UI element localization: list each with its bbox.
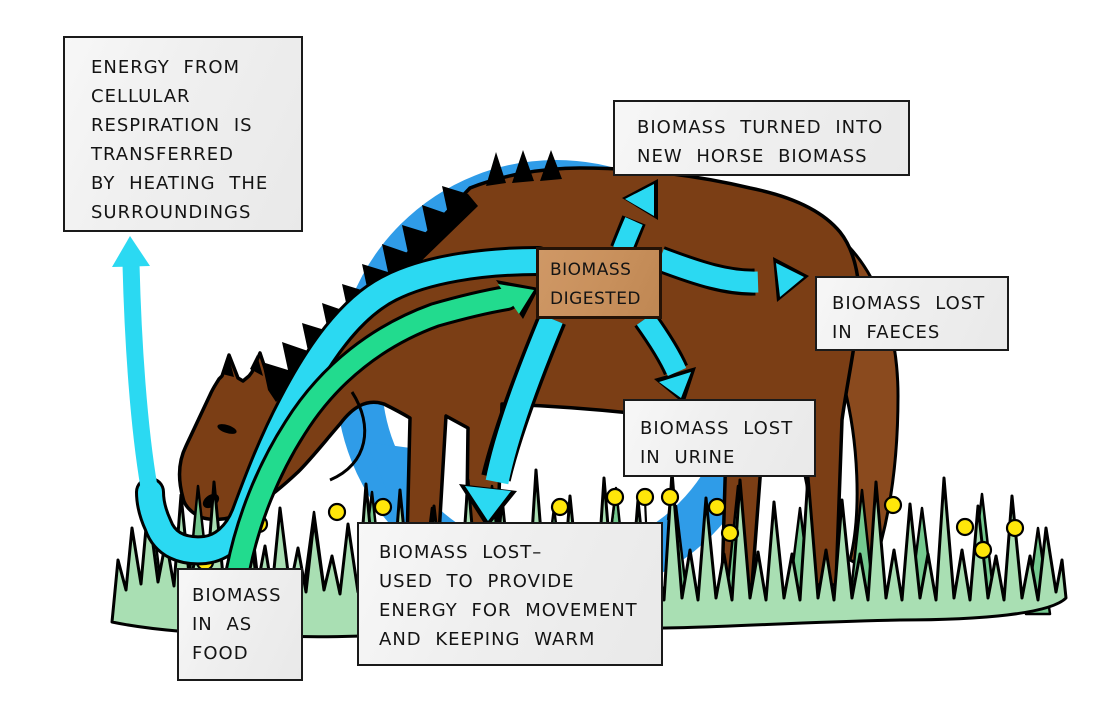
horse-eye [217,424,237,434]
label-line: DIGESTED [550,289,642,309]
horse-back-tufts [486,150,562,186]
label-box-biomass-digested: BIOMASS DIGESTED [536,247,662,319]
flower [1005,518,1025,538]
horse-ear-inner-right [250,355,263,376]
label-line: BIOMASS LOST [640,418,794,439]
label-line: SURROUNDINGS [91,202,252,223]
label-line: ENERGY FOR MOVEMENT [379,600,638,621]
label-line: AND KEEPING WARM [379,629,596,650]
label-line: TRANSFERRED [91,144,234,165]
label-box-movement-warmth: BIOMASS LOST– USED TO PROVIDE ENERGY FOR… [357,522,663,666]
arrowhead-icon [112,236,150,267]
flower [973,540,993,560]
arrow-digested-to-movement [459,313,566,528]
arrowhead-icon [776,263,804,297]
arrow-heat-to-surroundings [112,236,158,489]
flower [707,497,727,517]
label-line: NEW HORSE BIOMASS [637,146,868,167]
label-box-faeces: BIOMASS LOST IN FAECES [815,276,1009,351]
label-line: USED TO PROVIDE [379,571,575,592]
horse-ear-inner-left [222,357,234,377]
label-line: CELLULAR [91,86,191,107]
label-line: RESPIRATION IS [91,115,253,136]
flower [635,487,655,507]
label-line: IN URINE [640,447,736,468]
flower [660,487,680,507]
label-line: BIOMASS [192,585,282,606]
label-line: ENERGY FROM [91,57,241,78]
flower [955,517,975,537]
flower [720,523,740,543]
label-box-biomass-in-as-food: BIOMASS IN AS FOOD [177,568,303,681]
arrow-digested-to-faeces [655,246,809,302]
label-box-energy: ENERGY FROM CELLULAR RESPIRATION IS TRAN… [63,36,303,232]
label-line: IN AS [192,614,253,635]
label-line: BIOMASS TURNED INTO [637,117,884,138]
label-line: IN FAECES [832,322,941,343]
arrow-food-to-digested [225,280,539,583]
arrowhead-icon [498,284,534,314]
arrowhead-icon [659,372,691,398]
flower [605,487,625,507]
arrowhead-icon [625,184,654,216]
label-box-urine: BIOMASS LOST IN URINE [623,399,816,477]
label-line: BIOMASS LOST [832,293,986,314]
flower [373,497,393,517]
arrow-digested-to-urine [634,311,696,404]
label-line: BIOMASS LOST– [379,542,543,563]
label-line: BY HEATING THE [91,173,269,194]
label-line: BIOMASS [550,260,632,280]
flower [883,495,903,515]
flower [327,502,347,522]
label-box-new-horse-biomass: BIOMASS TURNED INTO NEW HORSE BIOMASS [613,100,910,176]
horse-cheek-line [329,391,367,482]
label-line: FOOD [192,643,249,664]
flower [550,497,570,517]
arrowhead-icon [465,486,511,521]
